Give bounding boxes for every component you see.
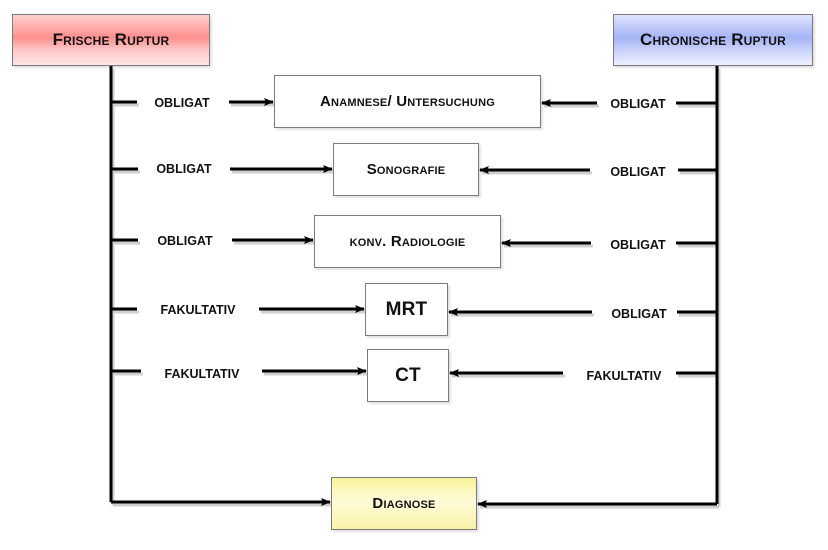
left-label-sonografie: OBLIGAT — [156, 162, 212, 176]
step-konv-radiologie: konv. Radiologie — [314, 215, 501, 268]
left-label-ct: FAKULTATIV — [164, 367, 240, 381]
step-label: MRT — [385, 298, 428, 320]
result-diagnose-label: Diagnose — [372, 495, 436, 512]
right-label-mrt: OBLIGAT — [611, 307, 667, 321]
step-label: Anamnese/ Untersuchung — [320, 93, 495, 110]
left-label-anamnese: OBLIGAT — [154, 96, 210, 110]
step-label: CT — [395, 364, 421, 386]
step-label: Sonografie — [366, 161, 446, 178]
right-label-anamnese: OBLIGAT — [610, 97, 666, 111]
step-anamnese-untersuchung: Anamnese/ Untersuchung — [274, 75, 541, 128]
header-frische-ruptur-label: Frische Ruptur — [52, 30, 170, 49]
header-chronische-ruptur: Chronische Ruptur — [613, 14, 813, 66]
step-sonografie: Sonografie — [333, 143, 479, 196]
step-ct: CT — [367, 349, 449, 402]
step-mrt: MRT — [365, 283, 448, 336]
left-label-mrt: FAKULTATIV — [160, 303, 236, 317]
left-label-radiologie: OBLIGAT — [157, 234, 213, 248]
result-diagnose: Diagnose — [331, 477, 477, 530]
header-chronische-ruptur-label: Chronische Ruptur — [639, 30, 786, 49]
header-frische-ruptur: Frische Ruptur — [12, 14, 210, 66]
step-label: konv. Radiologie — [349, 233, 466, 250]
right-label-radiologie: OBLIGAT — [610, 238, 666, 252]
right-label-sonografie: OBLIGAT — [610, 165, 666, 179]
right-label-ct: FAKULTATIV — [586, 369, 662, 383]
